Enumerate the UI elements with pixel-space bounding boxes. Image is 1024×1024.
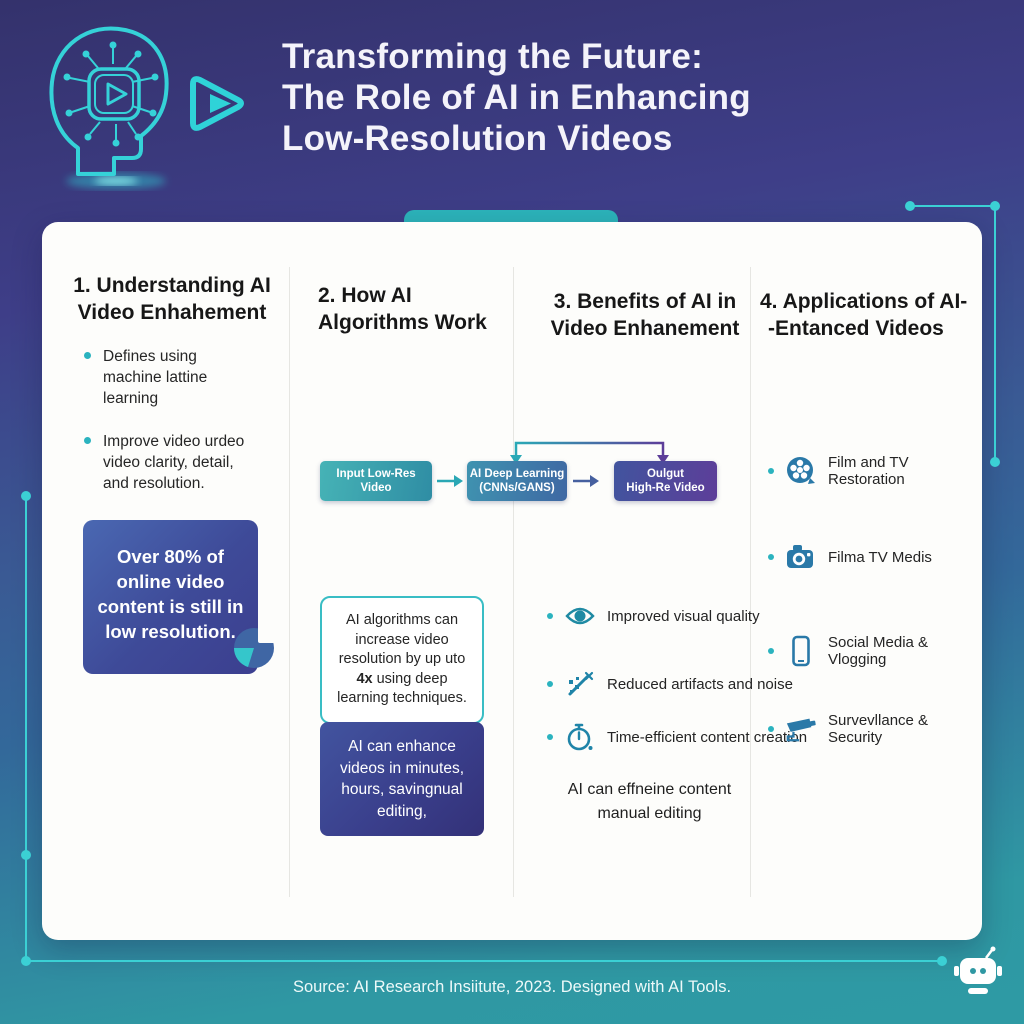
circuit-line-right xyxy=(994,206,996,462)
circuit-dot xyxy=(990,457,1000,467)
eye-icon xyxy=(564,605,596,627)
list-item: Improve video urdeo video clarity, detai… xyxy=(84,431,256,494)
robot-icon xyxy=(948,946,1008,1007)
flow-box-input: Input Low-Res Video xyxy=(320,461,432,501)
play-button-icon xyxy=(186,70,248,141)
camera-icon xyxy=(785,544,817,570)
column4-title-line: 4. Applications of AI- xyxy=(760,290,968,313)
bullet-text: Improve video urdeo video clarity, detai… xyxy=(103,433,245,492)
flow-box-text: Oulgut xyxy=(646,468,685,480)
info-box: AI algorithms can increase video resolut… xyxy=(320,596,484,724)
application-item: Survevllance & Security xyxy=(768,712,982,746)
column-divider xyxy=(513,267,514,897)
application-label: Survevllance & Security xyxy=(828,712,929,746)
source-note: Source: AI Research Insiitute, 2023. Des… xyxy=(0,978,1024,997)
column1-title: 1. Understanding AI Video Enhahement xyxy=(52,272,292,326)
column3-title-line: 3. Benefits of AI in xyxy=(553,290,737,313)
column4-title: 4. Applications of AI- -Entanced Videos xyxy=(760,288,982,342)
benefit-item: Time-efficient content creation xyxy=(547,722,807,752)
bullet-dot xyxy=(547,734,553,740)
page-title: Transforming the Future: The Role of AI … xyxy=(282,36,751,159)
column2-title-line: Algorithms Work xyxy=(318,311,487,334)
circuit-line-top-right xyxy=(910,205,995,207)
smartphone-icon xyxy=(785,635,817,667)
highlight-box: AI can enhance videos in minutes, hours,… xyxy=(320,722,484,836)
info-box-bold-text: 4x xyxy=(356,670,373,687)
column1-bullets: Defines using machine lattine learning I… xyxy=(84,346,256,494)
application-item: Filma TV Medis xyxy=(768,544,932,570)
application-item: Film and TV Restoration xyxy=(768,454,982,488)
column-divider xyxy=(750,267,751,897)
column3-note-text: AI can effneine content manual editing xyxy=(567,781,732,822)
bullet-dot xyxy=(768,726,774,732)
benefit-label: Reduced artifacts and noise xyxy=(607,675,793,693)
brain-circuit-icon xyxy=(28,16,193,199)
column3-title: 3. Benefits of AI in Video Enhanement xyxy=(530,288,760,342)
column2-title-line: 2. How AI xyxy=(318,284,412,307)
application-label: Social Media & Vlogging xyxy=(828,634,929,668)
benefit-label: Time-efficient content creation xyxy=(607,728,808,746)
circuit-dot xyxy=(21,850,31,860)
bullet-dot xyxy=(768,554,774,560)
bullet-text: Defines using machine lattine learning xyxy=(103,348,208,407)
circuit-line-bottom xyxy=(26,960,942,962)
page-title-line: The Role of AI in Enhancing xyxy=(282,78,751,117)
column2-title: 2. How AI Algorithms Work xyxy=(318,282,518,336)
column1-title-line: Video Enhahement xyxy=(77,301,267,324)
circuit-dot xyxy=(21,491,31,501)
benefit-label: Improved visual quality xyxy=(607,607,760,625)
circuit-line-left xyxy=(25,496,27,962)
source-note-text: Source: AI Research Insiitute, 2023. Des… xyxy=(292,978,732,996)
film-reel-icon xyxy=(785,455,817,487)
benefit-item: Improved visual quality xyxy=(547,605,760,627)
column-divider xyxy=(289,267,290,897)
column3-title-line: Video Enhanement xyxy=(550,317,740,340)
info-box-text: using deep learning techniques. xyxy=(337,670,467,707)
bullet-dot xyxy=(84,437,91,444)
flow-box-text: Video xyxy=(360,482,392,494)
application-label: Film and TV Restoration xyxy=(828,454,909,488)
stat-box-text: Over 80% of online video content is stil… xyxy=(97,546,244,642)
stat-box: Over 80% of online video content is stil… xyxy=(83,520,275,674)
flow-box-ai: AI Deep Learning (CNNs/GANS) xyxy=(467,461,567,501)
circuit-dot xyxy=(937,956,947,966)
flow-box-text: AI Deep Learning xyxy=(469,468,565,480)
bullet-dot xyxy=(84,352,91,359)
bullet-dot xyxy=(768,468,774,474)
stopwatch-icon xyxy=(564,722,596,752)
bullet-dot xyxy=(768,648,774,654)
benefit-item: Reduced artifacts and noise xyxy=(547,670,793,698)
flow-box-text: Input Low-Res xyxy=(336,468,416,480)
bullet-dot xyxy=(547,613,553,619)
content-card: 1. Understanding AI Video Enhahement Def… xyxy=(42,222,982,940)
application-label: Filma TV Medis xyxy=(828,548,932,566)
flow-box-text: High-Re Video xyxy=(626,482,705,494)
info-box-text: AI algorithms can increase video resolut… xyxy=(338,612,466,667)
circuit-dot xyxy=(905,201,915,211)
column1-title-line: 1. Understanding AI xyxy=(73,274,271,297)
column3-note: AI can effneine content manual editing xyxy=(542,778,757,826)
noise-reduction-icon xyxy=(564,670,596,698)
highlight-box-text: AI can enhance videos in minutes, hours,… xyxy=(339,738,465,820)
list-item: Defines using machine lattine learning xyxy=(84,346,256,409)
flowchart-arrows xyxy=(437,441,669,487)
page-title-line: Low-Resolution Videos xyxy=(282,119,673,158)
pie-chart-icon xyxy=(232,624,278,676)
flow-box-output: Oulgut High-Re Video xyxy=(614,461,717,501)
application-item: Social Media & Vlogging xyxy=(768,634,982,668)
cctv-camera-icon xyxy=(785,715,817,743)
column4-title-line: -Entanced Videos xyxy=(768,317,944,340)
page-title-line: Transforming the Future: xyxy=(282,37,703,76)
flow-box-text: (CNNs/GANS) xyxy=(479,482,555,494)
bullet-dot xyxy=(547,681,553,687)
